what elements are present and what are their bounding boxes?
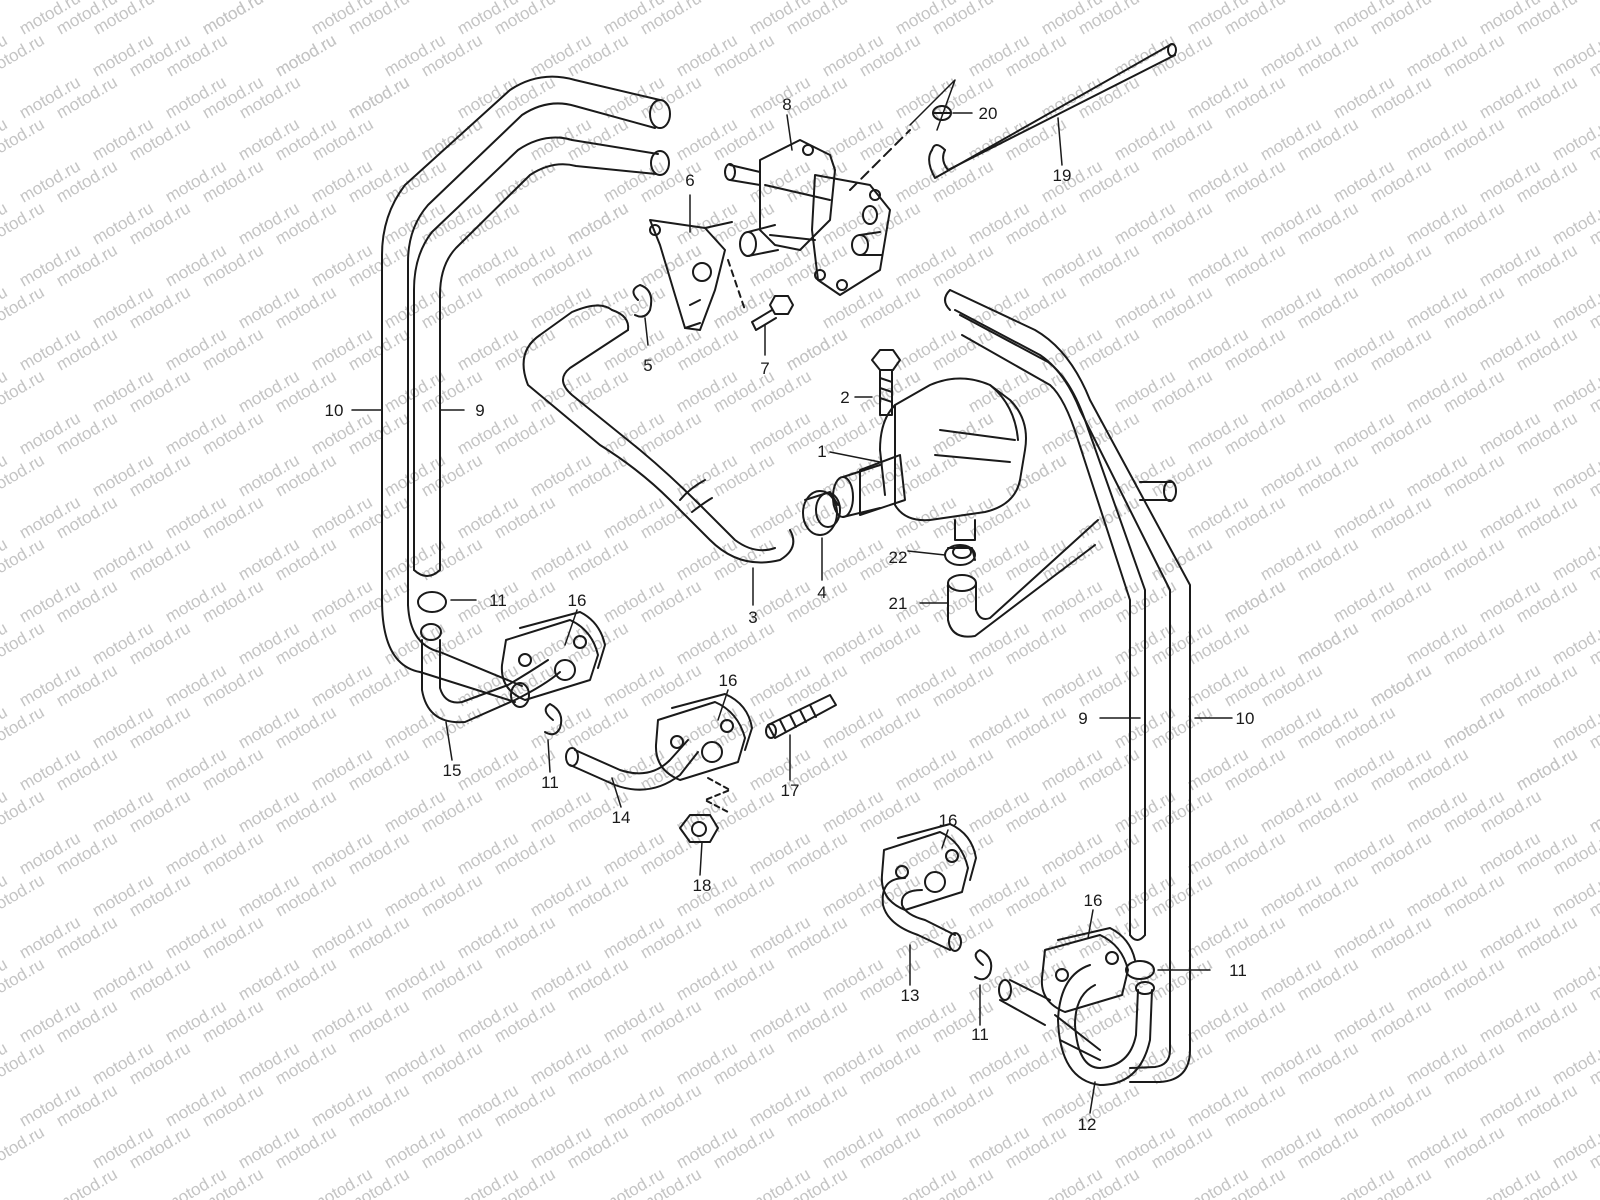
callout-13: 13: [901, 986, 920, 1005]
part-17-stud: [765, 694, 837, 739]
callout-7: 7: [760, 359, 769, 378]
leader-14-dash: [704, 777, 731, 813]
callout-3: 3: [748, 608, 757, 627]
part-6-bracket: [649, 219, 733, 331]
part-16-flange-a: [500, 611, 606, 701]
part-8-valve: [724, 139, 891, 296]
part-15-elbow: [420, 623, 561, 724]
part-7-bolt: [751, 295, 794, 331]
callout-21: 21: [889, 594, 908, 613]
pipe-stub: [1139, 481, 1173, 501]
callout-16d: 16: [1084, 891, 1103, 910]
callout-11a: 11: [489, 591, 507, 610]
callout-11d: 11: [1229, 961, 1247, 980]
part-11-clip-c: [974, 949, 993, 981]
callout-5: 5: [643, 356, 652, 375]
callout-4: 4: [817, 583, 826, 602]
callout-10b: 10: [1236, 709, 1255, 728]
callout-1: 1: [817, 442, 826, 461]
part-1-reservoir: [832, 377, 1027, 541]
part-16-flange-c: [880, 823, 977, 911]
leader-lines: [351, 79, 1233, 1114]
leader-6-dash: [727, 259, 746, 311]
callout-16a: 16: [568, 591, 587, 610]
callout-17: 17: [781, 781, 800, 800]
callout-14: 14: [612, 808, 631, 827]
hose-10-left-end: [510, 682, 530, 708]
hose-9-right: [959, 314, 1146, 941]
hose-19: [928, 43, 1177, 179]
part-11-clip-b: [544, 703, 563, 736]
callout-9a: 9: [475, 401, 484, 420]
part-18-nut: [679, 814, 719, 843]
hose-21: [947, 519, 1099, 638]
callout-2: 2: [840, 388, 849, 407]
part-2-bolt: [871, 349, 901, 416]
callout-19: 19: [1053, 166, 1072, 185]
part-12-elbow: [998, 964, 1155, 1086]
hose-3: [522, 304, 795, 564]
callout-6: 6: [685, 171, 694, 190]
callout-16b: 16: [719, 671, 738, 690]
callout-16c: 16: [939, 811, 958, 830]
part-11-ring-a: [417, 591, 447, 613]
part-5-clip: [632, 284, 653, 318]
part-11-ring-d: [1125, 960, 1155, 980]
callout-18: 18: [693, 876, 712, 895]
callout-11c: 11: [971, 1025, 989, 1044]
part-13-elbow: [881, 877, 962, 952]
hose-10-left: [381, 75, 671, 606]
part-16-flange-b: [654, 693, 753, 781]
hose-9-left: [413, 136, 670, 577]
callout-8: 8: [782, 95, 791, 114]
part-22-clamp: [944, 544, 976, 566]
callout-9b: 9: [1078, 709, 1087, 728]
callout-20: 20: [979, 104, 998, 123]
callout-22: 22: [889, 548, 908, 567]
part-4-clamp: [802, 490, 841, 536]
leader-8-dash: [849, 129, 911, 191]
part-16-flange-d: [1040, 927, 1136, 1013]
callout-11b: 11: [541, 773, 559, 792]
part-20-clip: [932, 105, 952, 121]
callout-15: 15: [443, 761, 462, 780]
part-14-elbow: [565, 739, 699, 791]
callout-12: 12: [1078, 1115, 1097, 1134]
callout-10a: 10: [325, 401, 344, 420]
